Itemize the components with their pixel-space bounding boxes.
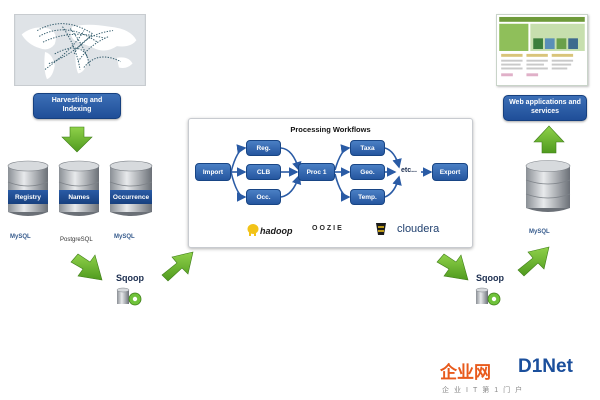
node-import: Import bbox=[195, 163, 231, 181]
node-temp: Temp. bbox=[350, 189, 385, 205]
workflow-connectors bbox=[230, 144, 433, 202]
watermark-sub-text: 企业IT第1门户 bbox=[442, 387, 528, 394]
processing-workflows-title: Processing Workflows bbox=[290, 125, 371, 134]
mysql-logo-occurrence: MySQL bbox=[114, 234, 135, 240]
node-reg: Reg. bbox=[246, 140, 281, 156]
database-occurrence-label: Occurrence bbox=[112, 194, 150, 201]
hadoop-elephant-icon bbox=[247, 222, 259, 236]
hive-bee-icon bbox=[374, 221, 388, 237]
postgresql-logo-names: PostgreSQL bbox=[60, 237, 93, 243]
node-export: Export bbox=[432, 163, 468, 181]
arrow-to-sqoop-left-icon bbox=[70, 253, 103, 281]
web-applications-label: Web applications and services bbox=[509, 99, 581, 115]
database-occurrence-icon bbox=[109, 160, 153, 216]
down-arrow-icon bbox=[61, 126, 93, 153]
database-names-label: Names bbox=[68, 194, 90, 201]
sqoop-left-icon bbox=[116, 287, 142, 306]
watermark-cn-text: 企业网 bbox=[440, 363, 491, 382]
node-clb: CLB bbox=[246, 164, 281, 180]
watermark-brand-text: D1Net bbox=[518, 356, 573, 377]
node-geo: Geo. bbox=[350, 164, 385, 180]
up-arrow-icon bbox=[533, 125, 565, 154]
database-output-icon bbox=[525, 160, 571, 212]
node-occ: Occ. bbox=[246, 189, 281, 205]
processing-workflows-panel: Processing Workflows Import Reg. CLB Occ… bbox=[188, 118, 473, 248]
node-proc: Proc 1 bbox=[298, 163, 335, 181]
arrow-to-sqoop-right-icon bbox=[436, 253, 469, 281]
mysql-logo-registry: MySQL bbox=[10, 234, 31, 240]
arrow-to-workflow-icon bbox=[161, 251, 194, 282]
oozie-logo: OOZIE bbox=[312, 225, 344, 232]
harvesting-indexing-label: Harvesting and Indexing bbox=[51, 97, 103, 113]
website-screenshot-image bbox=[496, 14, 588, 86]
database-names-icon bbox=[58, 160, 100, 216]
arrow-to-output-db-icon bbox=[517, 246, 550, 277]
sqoop-right-label: Sqoop bbox=[476, 273, 504, 283]
world-map-image bbox=[14, 14, 146, 86]
sqoop-right-icon bbox=[475, 287, 501, 306]
database-registry-icon bbox=[7, 160, 49, 216]
harvesting-indexing-box: Harvesting and Indexing bbox=[33, 93, 121, 119]
database-registry-label: Registry bbox=[14, 194, 41, 201]
watermark: 企业网 D1Net 企业IT第1门户 bbox=[440, 356, 600, 400]
mysql-logo-output: MySQL bbox=[529, 229, 550, 235]
web-applications-box: Web applications and services bbox=[503, 95, 587, 121]
hadoop-logo: hadoop bbox=[260, 226, 293, 236]
sqoop-left-label: Sqoop bbox=[116, 273, 144, 283]
node-taxa: Taxa bbox=[350, 140, 385, 156]
cloudera-logo: cloudera bbox=[397, 223, 440, 235]
node-etc: etc... bbox=[401, 167, 417, 174]
